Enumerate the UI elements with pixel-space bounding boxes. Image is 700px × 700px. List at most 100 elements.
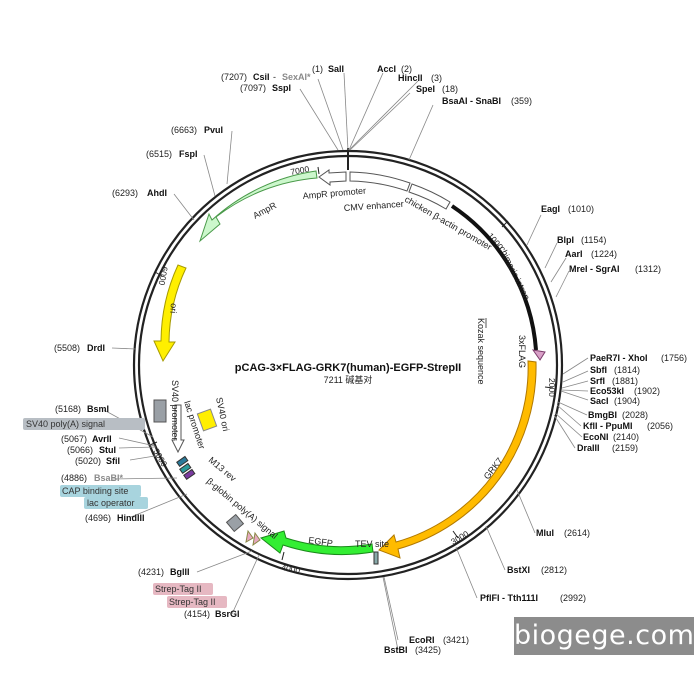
site-pos-mlui: (2614) (564, 528, 590, 538)
badge-sv40-polya-label: SV40 poly(A) signal (26, 419, 105, 429)
badge-lac-operator-label: lac operator (87, 498, 135, 508)
feature-label-cmv-enhancer: CMV enhancer (343, 199, 404, 213)
site-name-bmgbi[interactable]: BmgBI (588, 410, 617, 420)
m13-rev-marker[interactable] (183, 468, 196, 481)
site-name-draiii[interactable]: DraIII (577, 443, 600, 453)
site-pos-saci: (1904) (614, 396, 640, 406)
site-name-ahdi[interactable]: AhdI (147, 188, 167, 198)
site-name-fspi[interactable]: FspI (179, 149, 198, 159)
site-name-pvui[interactable]: PvuI (204, 125, 223, 135)
site-name-sali[interactable]: SalI (328, 64, 344, 74)
site-pos-drdi: (5508) (54, 343, 80, 353)
ampr-promoter-arrow[interactable] (318, 169, 347, 186)
site-name-csii[interactable]: CsiI (253, 72, 270, 82)
site-pos-fspi: (6515) (146, 149, 172, 159)
site-name-eco53ki[interactable]: Eco53kI (590, 386, 624, 396)
badge-strep-tag-2[interactable]: Strep-Tag II (167, 596, 227, 608)
site-pos-sbfi: (1814) (614, 365, 640, 375)
site-name-bsabi[interactable]: BsaBI* (94, 473, 124, 483)
tick-label-2000: 2000 (547, 378, 557, 397)
site-pos-bglii: (4231) (138, 567, 164, 577)
site-name-hincii[interactable]: HincII (398, 73, 423, 83)
site-pos-hincii: (3) (431, 73, 442, 83)
site-pos-bsaai-snabi: (359) (511, 96, 532, 106)
site-name-paer7i-xhoi[interactable]: PaeR7I - XhoI (590, 353, 648, 363)
site-name-srei-sgrai[interactable]: MreI - SgrAI (569, 264, 620, 274)
site-name-econi[interactable]: EcoNI (583, 432, 609, 442)
site-pos-pflfi-tth111i: (2992) (560, 593, 586, 603)
site-pos-blpi: (1154) (581, 235, 606, 245)
site-name-stui[interactable]: StuI (99, 445, 116, 455)
site-name-spei[interactable]: SpeI (416, 84, 435, 94)
site-pos-sali: (1) (312, 64, 323, 74)
site-pos-bmgbi: (2028) (622, 410, 648, 420)
badge-cap-binding[interactable]: CAP binding site (60, 485, 141, 497)
egfp-arrow[interactable] (259, 530, 374, 555)
ampr-arrow[interactable] (198, 170, 318, 243)
site-pos-acci: (2) (401, 64, 412, 74)
site-name-eagi[interactable]: EagI (541, 204, 560, 214)
site-pos-spei: (18) (442, 84, 458, 94)
cmv-enhancer-arrow[interactable] (349, 171, 411, 192)
site-name-bsrgi[interactable]: BsrGI (215, 609, 240, 619)
site-name-bstbi[interactable]: BstBI (384, 645, 408, 655)
site-pos-kfli-ppumi: (2056) (647, 421, 673, 431)
site-name-aari[interactable]: AarI (565, 249, 583, 259)
site-name-avrii[interactable]: AvrII (92, 434, 112, 444)
site-name-drdi[interactable]: DrdI (87, 343, 105, 353)
cap-site-marker[interactable] (176, 455, 189, 468)
feature-label-globin: β-globin poly(A) signal (205, 476, 280, 541)
badge-cap-binding-label: CAP binding site (62, 486, 128, 496)
site-name-bstxi[interactable]: BstXI (507, 565, 530, 575)
globin-polya-box[interactable] (225, 513, 245, 533)
site-name-ecori[interactable]: EcoRI (409, 635, 435, 645)
site-name-sfii[interactable]: SfiI (106, 456, 120, 466)
site-pos-eagi: (1010) (568, 204, 594, 214)
site-pos-paer7i-xhoi: (1756) (661, 353, 687, 363)
site-pos-hindiii: (4696) (85, 513, 111, 523)
site-name-pflfi-tth111i[interactable]: PflFI - Tth111I (480, 593, 538, 603)
chimeric-intron-bar[interactable] (450, 204, 538, 351)
site-name-srfi[interactable]: SrfI (590, 376, 605, 386)
badge-strep-tag-1[interactable]: Strep-Tag II (153, 583, 213, 595)
site-name-bsmi[interactable]: BsmI (87, 404, 109, 414)
chicken-actin-promoter-arrow[interactable] (408, 183, 451, 210)
lac-promoter-arrow[interactable] (171, 404, 185, 454)
feature-label-tev: TEV site (355, 539, 389, 549)
site-name-sexai[interactable]: SexAI* (282, 72, 311, 82)
tick-label-4000: 4000 (281, 562, 302, 575)
site-pos-ahdi: (6293) (112, 188, 138, 198)
sv40-ori-box[interactable] (196, 408, 218, 432)
flag-tag-marker[interactable] (531, 349, 546, 361)
site-pos-draiii: (2159) (612, 443, 638, 453)
ori-arrow[interactable] (153, 264, 187, 363)
site-pos-bsmi: (5168) (55, 404, 81, 414)
site-name-kfli-ppumi[interactable]: KflI - PpuMI (583, 421, 633, 431)
feature-label-egfp: EGFP (308, 535, 334, 548)
strep-tag-marker-1[interactable] (252, 531, 261, 547)
badge-sv40-polya[interactable]: SV40 poly(A) signal (23, 418, 145, 430)
lac-operator-marker[interactable] (179, 462, 192, 475)
site-name-saci[interactable]: SacI (590, 396, 609, 406)
site-name-sspi[interactable]: SspI (272, 83, 291, 93)
site-pos-avrii: (5067) (61, 434, 87, 444)
strep-tag-marker-2[interactable] (245, 529, 254, 543)
site-pos-csii: (7207) (221, 72, 247, 82)
sv40-polya-box[interactable] (153, 399, 167, 423)
site-pos-pvui: (6663) (171, 125, 197, 135)
site-name-sbfi[interactable]: SbfI (590, 365, 607, 375)
site-pos-eco53ki: (1902) (634, 386, 660, 396)
site-name-hindiii[interactable]: HindIII (117, 513, 145, 523)
site-name-acci[interactable]: AccI (377, 64, 396, 74)
site-name-bglii[interactable]: BglII (170, 567, 190, 577)
grk7-arrow[interactable] (378, 360, 537, 559)
feature-label-flag: 3xFLAG (517, 335, 527, 368)
tev-site-marker[interactable] (373, 551, 379, 565)
site-pos-bstbi: (3425) (415, 645, 441, 655)
site-name-blpi[interactable]: BlpI (557, 235, 574, 245)
site-pos-aari: (1224) (591, 249, 617, 259)
site-name-bsaai-snabi[interactable]: BsaAI - SnaBI (442, 96, 501, 106)
site-pos-econi: (2140) (613, 432, 639, 442)
site-name-mlui[interactable]: MluI (536, 528, 554, 538)
badge-lac-operator[interactable]: lac operator (84, 497, 148, 509)
